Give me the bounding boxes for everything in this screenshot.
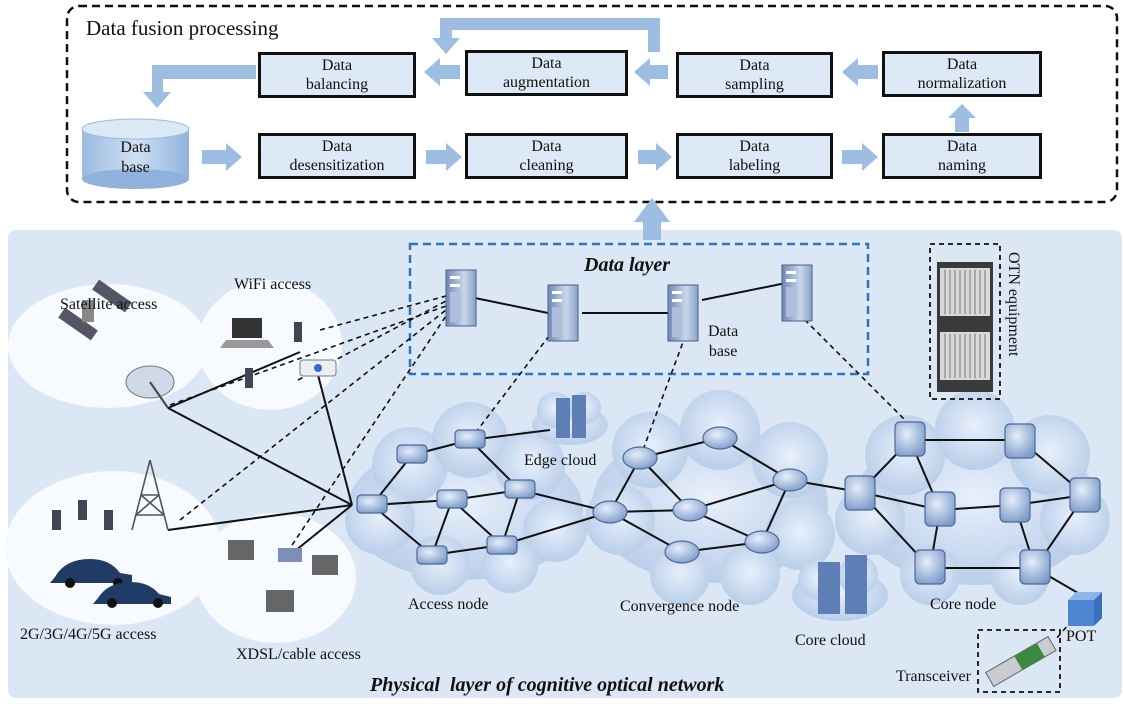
box-data-cleaning: Data cleaning bbox=[465, 133, 628, 179]
mobile-access-label: 2G/3G/4G/5G access bbox=[20, 626, 157, 643]
database-line1: Data bbox=[120, 139, 151, 156]
otn-equipment-label: OTN equipment bbox=[1005, 252, 1022, 357]
box-data-naming: Data naming bbox=[882, 133, 1042, 179]
box-line2: balancing bbox=[305, 76, 369, 93]
car-icon-2 bbox=[93, 582, 171, 608]
core-cloud-label: Core cloud bbox=[795, 632, 866, 649]
mobile-phones-icon bbox=[52, 500, 113, 530]
xdsl-ellipse bbox=[196, 513, 356, 643]
transceiver-module bbox=[985, 635, 1057, 688]
physical-layer-title: Physical layer of cognitive optical netw… bbox=[370, 674, 725, 696]
data-layer-servers bbox=[445, 264, 813, 342]
mobile-ellipse bbox=[5, 471, 221, 625]
box-data-labeling: Data labeling bbox=[676, 133, 833, 179]
core-node-label: Core node bbox=[930, 596, 997, 613]
box-line2: desensitization bbox=[289, 157, 385, 174]
box-line1: Data bbox=[739, 57, 770, 74]
box-line1: Data bbox=[946, 138, 978, 155]
cell-tower-icon bbox=[131, 459, 169, 531]
box-line1: Data bbox=[321, 57, 353, 74]
database-cylinder bbox=[81, 118, 190, 189]
xdsl-access-label: XDSL/cable access bbox=[236, 646, 361, 663]
fusion-title: Data fusion processing bbox=[86, 16, 279, 40]
box-line1: Data bbox=[531, 138, 562, 155]
edge-cloud-servers bbox=[556, 395, 586, 438]
satellite-access-label: Satellite access bbox=[60, 296, 158, 313]
box-data-augmentation: Data augmentation bbox=[465, 50, 628, 96]
access-switches bbox=[356, 429, 536, 565]
pot-cube bbox=[1068, 592, 1102, 626]
access-node-label: Access node bbox=[408, 596, 489, 613]
data-layer-frame bbox=[408, 242, 870, 376]
data-layer-db-line1: Data bbox=[708, 323, 739, 340]
pot-label: POT bbox=[1066, 628, 1097, 645]
laptop-icon bbox=[220, 318, 274, 348]
phone-icon bbox=[245, 322, 302, 388]
transceiver-label: Transceiver bbox=[896, 668, 971, 685]
data-layer-title: Data layer bbox=[584, 254, 671, 276]
satellite-icon bbox=[58, 279, 132, 341]
box-line1: Data bbox=[946, 56, 978, 73]
fusion-arrows bbox=[143, 18, 976, 240]
core-cloud-servers bbox=[818, 555, 867, 614]
box-line1: Data bbox=[739, 138, 770, 155]
database-line2: base bbox=[121, 159, 150, 176]
box-line2: sampling bbox=[725, 76, 784, 93]
otn-equipment-rack bbox=[937, 262, 993, 392]
convergence-node-label: Convergence node bbox=[620, 598, 740, 615]
dish-antenna-icon bbox=[125, 365, 175, 409]
box-data-normalization: Data normalization bbox=[882, 51, 1042, 97]
convergence-routers bbox=[592, 426, 808, 564]
otn-frame bbox=[929, 243, 1001, 400]
box-line2: labeling bbox=[728, 157, 781, 174]
wifi-router-icon bbox=[299, 359, 337, 377]
desktop-icons bbox=[228, 540, 338, 612]
box-data-sampling: Data sampling bbox=[676, 52, 833, 98]
data-layer-db-label: Data base bbox=[708, 322, 738, 362]
wifi-access-label: WiFi access bbox=[234, 276, 312, 293]
box-line2: augmentation bbox=[502, 74, 591, 91]
box-line1: Data bbox=[531, 55, 562, 72]
box-line2: cleaning bbox=[519, 157, 574, 174]
edge-cloud-label: Edge cloud bbox=[524, 452, 597, 469]
box-line2: normalization bbox=[917, 75, 1007, 92]
box-line1: Data bbox=[321, 138, 353, 155]
database-label: Data base bbox=[82, 138, 189, 178]
box-data-balancing: Data balancing bbox=[258, 52, 416, 98]
box-line2: naming bbox=[938, 157, 986, 174]
data-layer-db-line2: base bbox=[708, 343, 738, 360]
core-routers bbox=[844, 421, 1101, 585]
box-data-desensitization: Data desensitization bbox=[258, 133, 416, 179]
transceiver-frame bbox=[977, 629, 1061, 693]
